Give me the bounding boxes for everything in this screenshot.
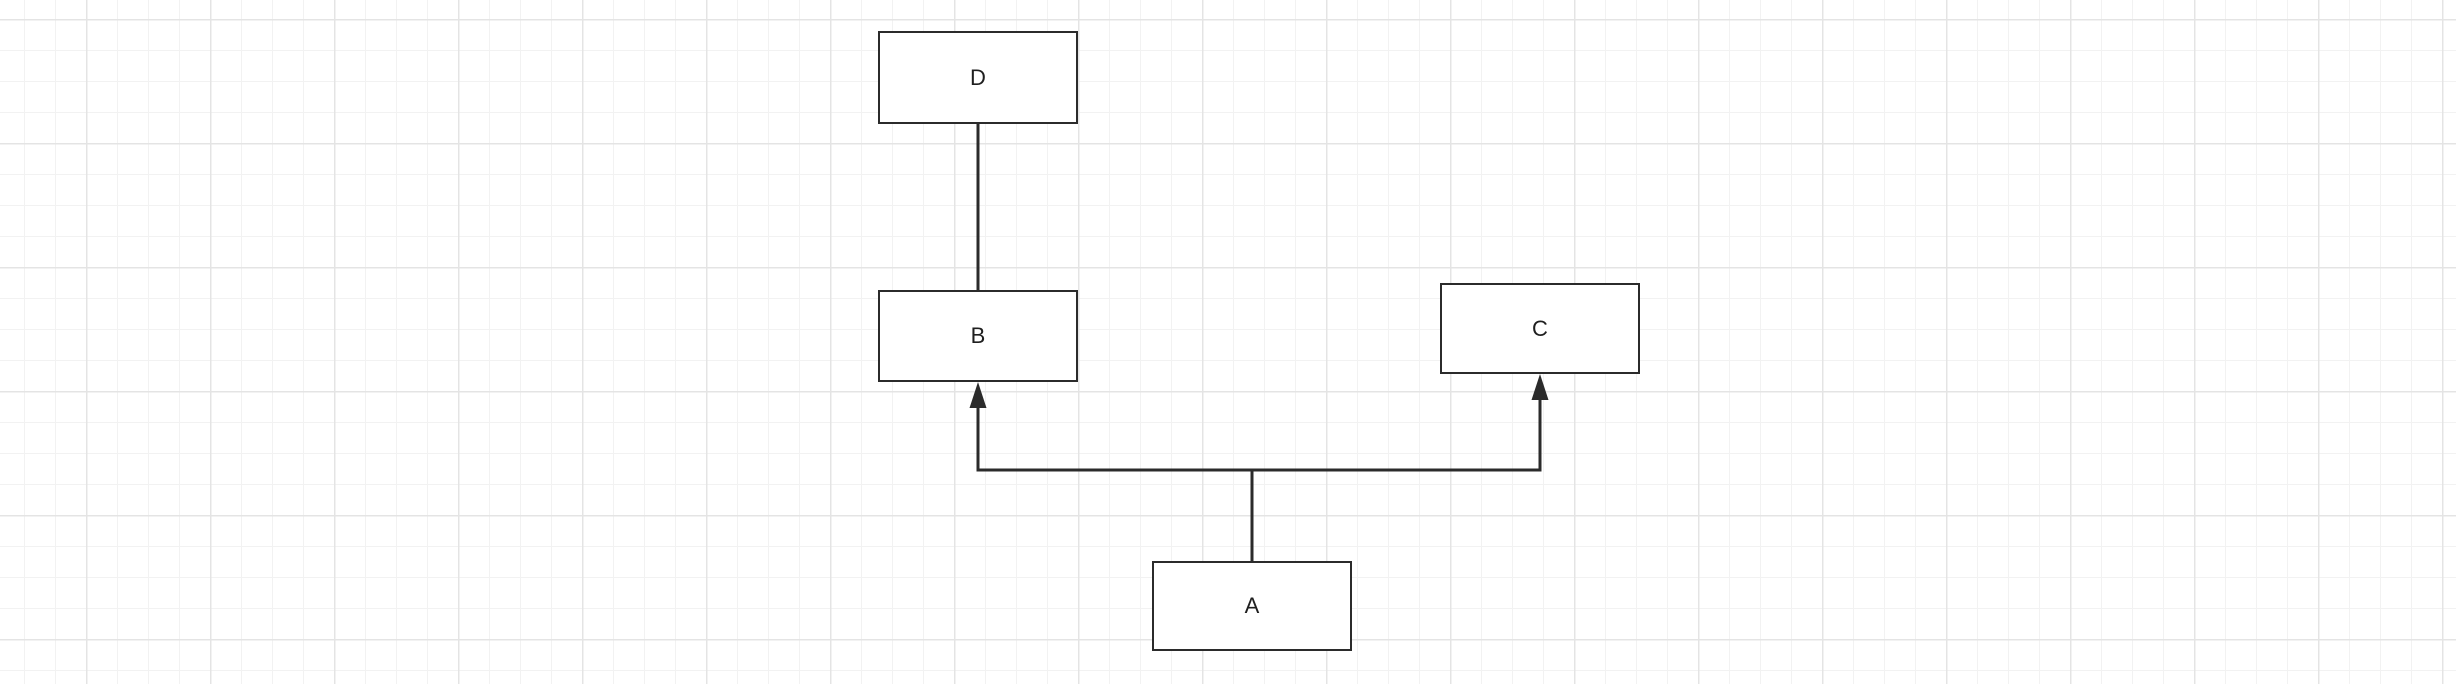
edge-a-to-b-line [976,408,1254,561]
node-d[interactable]: D [878,31,1078,124]
node-c[interactable]: C [1440,283,1640,374]
node-b[interactable]: B [878,290,1078,382]
edge-a-to-b-arrowhead [969,382,987,408]
edge-a-to-b[interactable] [969,382,1254,561]
node-b-label: B [970,323,986,348]
node-d-label: D [969,64,987,90]
edge-a-to-c-arrowhead [1531,374,1549,400]
edge-a-to-c-line [1250,400,1542,561]
node-a[interactable]: A [1152,561,1352,651]
edge-a-to-c[interactable] [1250,374,1549,561]
node-c-label: C [1531,315,1549,341]
node-a-label: A [1244,593,1260,618]
